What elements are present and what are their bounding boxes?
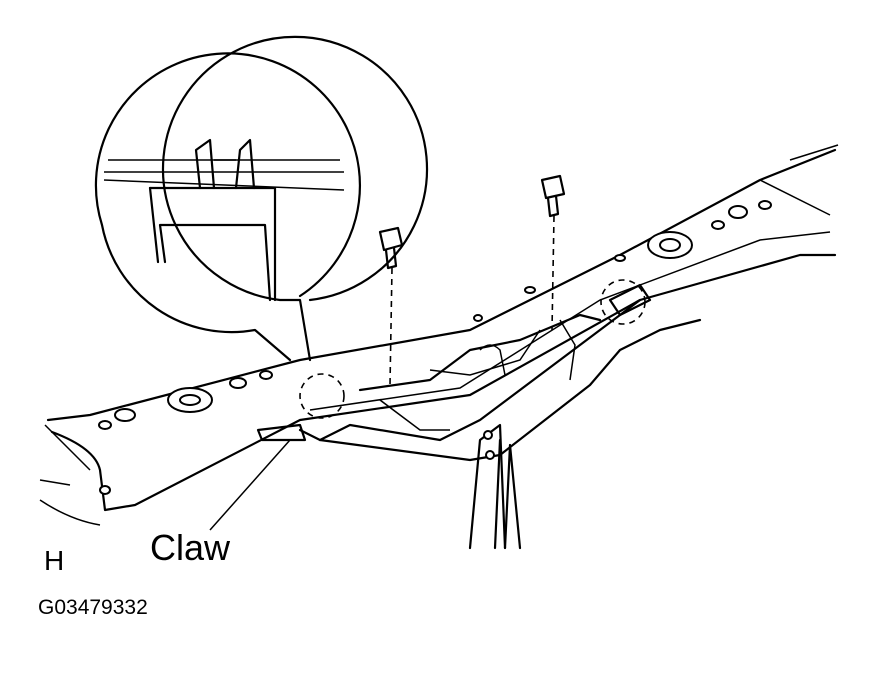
claw-label: Claw [150,527,231,568]
claw-location-circle [600,279,646,325]
bar-holes [98,200,772,495]
bolt-icon [540,174,566,331]
claw-leader-line [209,439,291,531]
figure-code-label: G03479332 [38,596,148,619]
view-letter-label: H [44,545,65,576]
magnified-claw-detail [94,35,429,362]
hood-lock-bracket [256,283,702,462]
center-stay [468,423,522,550]
radiator-support-bar [39,144,839,526]
claw-location-circle [299,373,345,419]
